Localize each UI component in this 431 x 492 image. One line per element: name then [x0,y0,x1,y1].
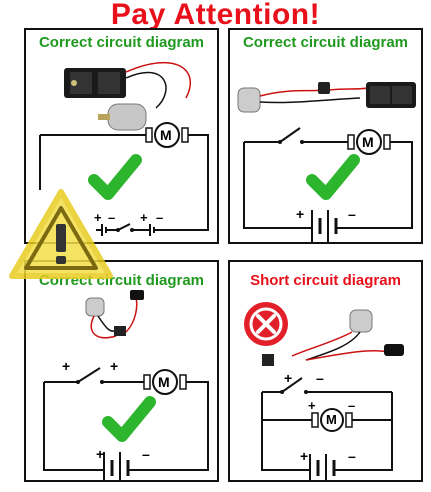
error-icon [244,302,288,346]
plus-sign: + [300,448,309,464]
plus-sign: + [296,206,305,222]
check-icon [306,154,360,200]
plus-sign: + [140,210,148,225]
motor-image [85,297,105,317]
check-icon [88,154,142,200]
plus-sign: + [308,398,316,413]
motor-label: M [362,134,374,150]
circuit-illustration [237,82,416,242]
minus-sign: – [108,210,116,225]
plus-sign: + [110,358,119,374]
minus-sign: – [316,370,324,386]
minus-sign: – [142,446,150,462]
panel-title: Correct circuit diagram [38,34,205,51]
minus-sign: – [348,448,356,464]
circuit-illustration [39,61,209,236]
minus-sign: – [348,398,356,413]
motor-label: M [158,374,170,390]
motor-image [237,87,261,113]
motor-label: M [326,412,337,427]
circuit-illustration [244,302,404,482]
minus-sign: – [156,210,164,225]
panel-title: Short circuit diagram [250,272,401,289]
minus-sign: – [348,206,356,222]
plus-sign: + [284,370,293,386]
motor-label: M [160,127,172,143]
check-icon [102,396,156,442]
switch-image [318,82,330,94]
plus-sign: + [94,210,102,225]
page-title: Pay Attention! [110,0,321,31]
plus-sign: + [62,358,71,374]
panel-title: Correct circuit diagram [242,34,409,51]
battery-clip-image [130,290,144,300]
battery-holder-image [366,82,416,108]
panel-correct-3: Correct circuit diagram + + M + – [24,260,219,482]
panel-short-circuit: Short circuit diagram M + – + – [228,260,423,482]
switch-image [262,354,274,366]
motor-image [349,309,373,333]
circuit-illustration [43,290,209,482]
plus-sign: + [96,446,105,462]
motor-image [98,103,147,131]
warning-icon [9,189,113,279]
battery-clip-image [384,344,404,356]
battery-holder-image [64,68,126,98]
panel-correct-2: Correct circuit diagram [228,28,423,244]
switch-image [114,326,126,336]
